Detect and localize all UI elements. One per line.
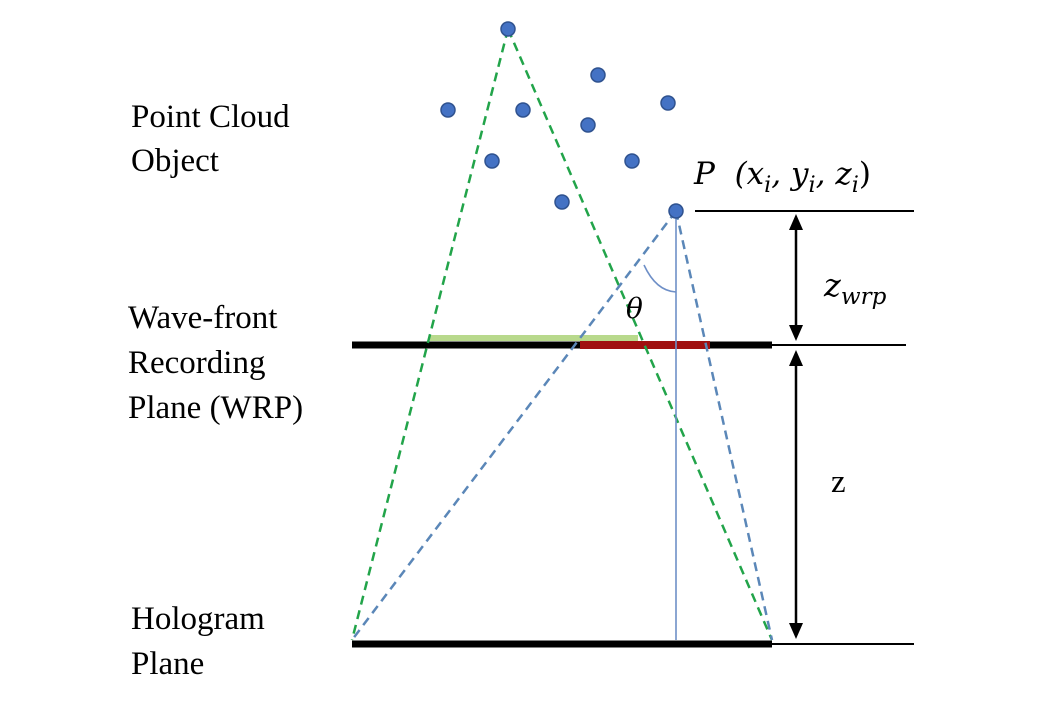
point-cloud-point: [660, 95, 676, 111]
blue-cone-right: [674, 210, 774, 641]
hologram-label-line2: Plane: [131, 646, 205, 682]
point-cloud-point: [554, 194, 570, 210]
point-cloud-point: [484, 153, 500, 169]
point-cloud-point: [580, 117, 596, 133]
z-label: z: [831, 464, 846, 500]
point-p-coords: [725, 156, 735, 192]
z-arrowhead-up: [789, 350, 803, 366]
point-cloud-label-line1: Point Cloud: [131, 99, 290, 135]
wrp-green-band: [430, 335, 638, 341]
green-cone-right: [506, 28, 774, 641]
wrp-label-line3: Plane (WRP): [128, 390, 304, 426]
hologram-label-line1: Hologram: [131, 601, 265, 637]
point-cloud-point: [515, 102, 531, 118]
zwrp-arrowhead-down: [789, 325, 803, 341]
angle-arc: [643, 264, 677, 293]
point-cloud-point: [590, 67, 606, 83]
point-cloud-point: [440, 102, 456, 118]
point-cloud-point: [624, 153, 640, 169]
zwrp-arrowhead-up: [789, 214, 803, 230]
z-arrowhead-down: [789, 623, 803, 639]
wrp-label-line2: Recording: [128, 345, 266, 381]
wrp-red-band: [580, 341, 710, 349]
point-p-label: P (xi, yi, zi): [694, 156, 871, 198]
angle-theta-label: θ: [626, 292, 643, 325]
wrp-label-line1: Wave-front: [128, 300, 278, 336]
point-p: [668, 203, 684, 219]
point-p-name: P: [694, 156, 715, 192]
green-cone-left: [350, 28, 510, 641]
point-cloud-label-line2: Object: [131, 143, 219, 179]
blue-cone-left: [351, 210, 677, 641]
point-cloud-point: [500, 21, 516, 37]
zwrp-label: zwrp: [824, 266, 887, 311]
